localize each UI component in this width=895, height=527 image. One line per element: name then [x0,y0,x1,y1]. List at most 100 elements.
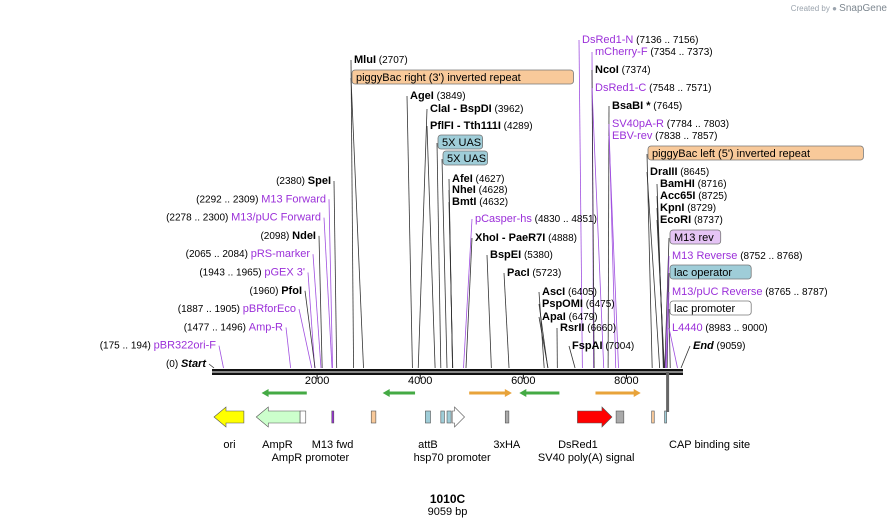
label-bspei[interactable]: BspEI (5380) [490,249,553,261]
feature-hsp70-promoter[interactable] [451,406,465,428]
feature-salmon-3[interactable] [370,410,377,424]
feature-hsp70-b[interactable] [446,410,452,424]
feature-sv40-poly-a-signal[interactable] [615,410,625,424]
label-m13-puc-forward[interactable]: (2278 .. 2300) M13/pUC Forward [166,212,321,224]
connector-ndei [318,235,323,369]
label-start[interactable]: (0) Start [166,358,207,370]
label-pfoi-name: PfoI [281,285,302,297]
feature-label-m13-fwd: M13 fwd [312,439,354,451]
label-bsabi-name: BsaBI * [612,100,651,112]
label-m13-puc-reverse[interactable]: M13/pUC Reverse (8765 .. 8787) [672,286,828,298]
label-lac-operator[interactable]: lac operator [674,267,732,279]
label-5x-uas-box[interactable] [442,150,488,166]
label-m13-rev[interactable]: M13 rev [674,232,714,244]
label-lac-promoter-box[interactable] [669,300,752,316]
label-apai[interactable]: ApaI (6479) [542,311,598,323]
label-draiii[interactable]: DraIII (8645) [650,166,709,178]
label-fspai[interactable]: FspAI (7004) [572,340,634,352]
label-mcherry-f[interactable]: mCherry-F (7354 .. 7373) [595,46,713,58]
label-pspomi[interactable]: PspOMI (6475) [542,298,615,310]
label-rsrii[interactable]: RsrII (6660) [560,322,616,334]
label-bamhi[interactable]: BamHI (8716) [660,178,727,190]
label-m13-forward[interactable]: (2292 .. 2309) M13 Forward [196,193,326,205]
connector-bspei [486,254,492,369]
label-dsred1-c[interactable]: DsRed1-C (7548 .. 7571) [595,82,711,94]
connector-pbrforeco [298,309,313,369]
feature-ampr[interactable] [255,406,301,428]
connector-agei [406,95,413,369]
label-m13-rev-box[interactable] [669,229,722,245]
label-kpni[interactable]: KpnI (8729) [660,202,716,214]
label-ecori[interactable]: EcoRI (8737) [660,214,723,226]
label-5x-uas-box[interactable] [437,134,483,150]
label-m13-puc-forward-name: M13/pUC Forward [231,212,321,224]
label-agei[interactable]: AgeI (3849) [410,90,466,102]
label-lac-promoter[interactable]: lac promoter [674,303,735,315]
label-pgex-3[interactable]: (1943 .. 1965) pGEX 3' [199,267,305,279]
label-ndei[interactable]: (2098) NdeI [260,230,316,242]
label-5x-uas[interactable]: 5X UAS [447,153,486,165]
label-m13-reverse[interactable]: M13 Reverse (8752 .. 8768) [672,250,802,262]
label-piggybac-right-3-inverted-repeat[interactable]: piggyBac right (3') inverted repeat [356,72,521,84]
label-pbr322ori-f[interactable]: (175 .. 194) pBR322ori-F [100,340,217,352]
label-pfoi[interactable]: (1960) PfoI [250,285,302,297]
label-piggybac-right-3-inverted-repeat-box[interactable] [351,69,574,85]
label-ecori-name: EcoRI [660,214,691,226]
label-5x-uas[interactable]: 5X UAS [442,137,481,149]
label-amp-r[interactable]: (1477 .. 1496) Amp-R [184,321,283,333]
label-rsrii-pos: (6660) [584,323,616,334]
label-end[interactable]: End (9059) [693,340,745,352]
label-sv40pa-r[interactable]: SV40pA-R (7784 .. 7803) [612,118,729,130]
dna-backbone[interactable] [212,369,683,375]
label-prs-marker[interactable]: (2065 .. 2084) pRS-marker [186,248,311,260]
feature-track[interactable] [213,372,670,428]
label-l4440[interactable]: L4440 (8983 .. 9000) [672,322,768,334]
label-piggybac-left-5-inverted-repeat-box[interactable] [647,145,864,161]
feature-label-3xha: 3xHA [493,439,521,451]
label-ncoi-name: NcoI [595,64,619,76]
label-paci[interactable]: PacI (5723) [507,267,561,279]
connector-xhoi-paer7i [465,237,473,369]
label-bmti[interactable]: BmtI (4632) [452,196,508,208]
label-acc65i[interactable]: Acc65I (8725) [660,190,727,202]
feature-attb[interactable] [425,410,431,424]
feature-salmon-5[interactable] [651,410,655,424]
label-fspai-pos: (7004) [603,341,635,352]
label-clai-bspdi[interactable]: ClaI - BspDI (3962) [430,103,523,115]
feature-3xha[interactable] [504,410,510,424]
label-spei[interactable]: (2380) SpeI [276,175,331,187]
feature-dsred1[interactable] [577,406,613,428]
label-ncoi[interactable]: NcoI (7374) [595,64,651,76]
label-draiii-name: DraIII [650,166,678,178]
label-pbrforeco[interactable]: (1887 .. 1905) pBRforEco [178,303,296,315]
feature-ampr-promoter[interactable] [299,410,307,424]
feature-hsp70-a[interactable] [440,410,445,424]
label-clai-bspdi-pos: (3962) [492,104,524,115]
label-afei[interactable]: AfeI (4627) [452,173,504,185]
label-piggybac-left-5-inverted-repeat[interactable]: piggyBac left (5') inverted repeat [652,148,810,160]
connector-m13-puc-forward [323,217,333,369]
label-lac-operator-box[interactable] [669,264,752,280]
label-pflfi-tth111i[interactable]: PflFI - Tth111I (4289) [430,120,533,132]
label-ebv-rev[interactable]: EBV-rev (7838 .. 7857) [612,130,717,142]
label-pflfi-tth111i-name: PflFI - Tth111I [430,120,501,132]
feature-ori[interactable] [213,406,245,428]
connector-piggybac-right-3-inverted-repeat [350,77,364,369]
feature-label-ori: ori [223,439,235,451]
direction-arrows [261,389,641,397]
connector-pgex-3 [307,272,316,369]
label-pcasper-hs[interactable]: pCasper-hs (4830 .. 4851) [475,213,597,225]
label-draiii-pos: (8645) [678,167,710,178]
label-mlui[interactable]: MluI (2707) [354,54,408,66]
feature-cap-binding-site[interactable] [664,410,667,424]
label-xhoi-paer7i-name: XhoI - PaeR7I [475,232,545,244]
connector-l4440 [668,327,678,369]
label-xhoi-paer7i[interactable]: XhoI - PaeR7I (4888) [475,232,577,244]
label-dsred1-n[interactable]: DsRed1-N (7136 .. 7156) [582,34,698,46]
label-asci[interactable]: AscI (6405) [542,286,597,298]
feature-m13-fwd[interactable] [331,410,335,424]
label-pbrforeco-pos: (1887 .. 1905) [178,304,243,315]
label-nhei[interactable]: NheI (4628) [452,184,508,196]
label-bsabi[interactable]: BsaBI * (7645) [612,100,682,112]
